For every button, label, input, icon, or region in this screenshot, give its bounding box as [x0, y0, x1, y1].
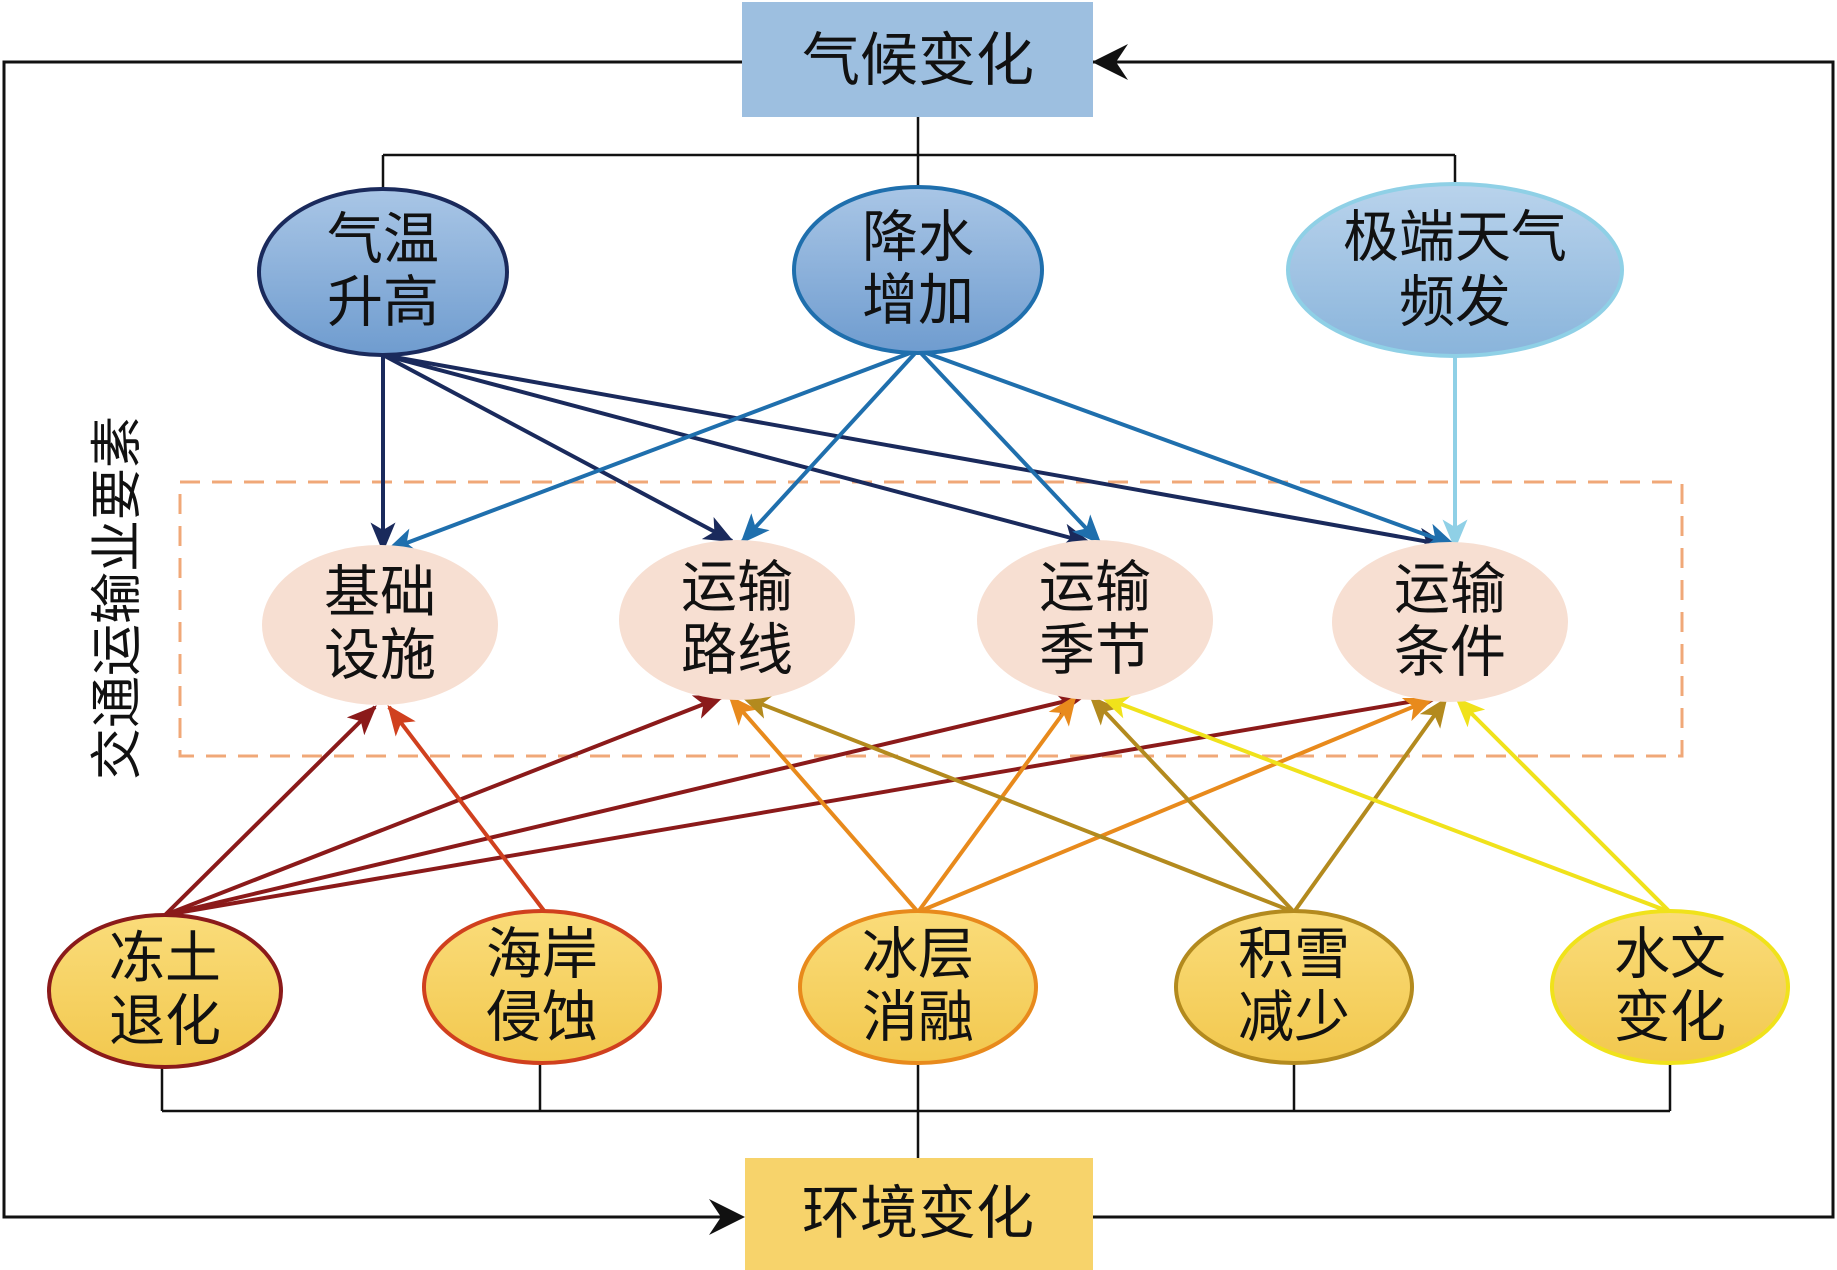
environment-factor-line2: 变化: [1614, 986, 1726, 1051]
climate-factor-line1: 降水: [862, 206, 974, 271]
transport-element-line2: 路线: [681, 619, 793, 684]
permafrost-arrows: [163, 689, 1441, 917]
environment-factor-permafrost: 冻土 退化: [47, 913, 283, 1069]
climate-factor-line2: 升高: [327, 271, 439, 336]
transport-element-ellipse: [977, 540, 1213, 700]
temperature-arrows: [370, 353, 1449, 553]
transport-element-line2: 季节: [1039, 619, 1151, 684]
hydrology-arrows: [1099, 695, 1672, 914]
environment-change-label: 环境变化: [802, 1179, 1034, 1247]
climate-change-box: [742, 2, 1093, 117]
climate-factor-ellipse: [257, 187, 509, 357]
environment-factor-ellipse: [1550, 909, 1790, 1065]
feedback-arrowheads: [709, 44, 1128, 1235]
environment-factor-ellipse: [422, 909, 662, 1065]
transport-element-line1: 运输: [681, 556, 793, 621]
climate-factor-extreme-weather: 极端天气 频发: [1286, 182, 1624, 358]
climate-factor-line2: 增加: [862, 269, 974, 334]
climate-factor-temperature: 气温 升高: [257, 187, 509, 357]
arrow-snow-to-season: [1089, 695, 1296, 914]
arrow-temperature-to-routes: [382, 353, 735, 543]
arrow-permafrost-to-season: [164, 691, 1086, 917]
environment-factor-ellipse: [1174, 909, 1414, 1065]
arrow-snow-to-conditions: [1292, 696, 1448, 914]
arrow-temperature-to-conditions: [382, 353, 1449, 553]
climate-factor-line1: 极端天气: [1343, 206, 1567, 271]
transport-element-line2: 设施: [324, 624, 436, 689]
arrow-precipitation-to-conditions: [917, 348, 1457, 548]
coastal-arrows: [387, 705, 547, 914]
arrow-ice-to-season: [916, 694, 1077, 914]
arrow-precipitation-to-season: [916, 348, 1102, 545]
arrow-permafrost-to-conditions: [164, 689, 1441, 917]
transport-element-line1: 运输: [1394, 558, 1506, 623]
arrow-ice-to-conditions: [917, 697, 1435, 914]
environment-factor-line2: 减少: [1238, 986, 1350, 1051]
arrowhead-into-environment-box: [709, 1199, 745, 1235]
transport-element-conditions: 运输 条件: [1332, 542, 1568, 702]
environment-factor-line1: 冻土: [109, 927, 221, 992]
environment-factor-line2: 消融: [862, 986, 974, 1051]
ice-arrows: [728, 694, 1435, 914]
environment-factor-line1: 水文: [1614, 923, 1726, 988]
climate-change-label: 气候变化: [802, 26, 1034, 94]
environment-factor-line1: 冰层: [862, 923, 974, 988]
snow-arrows: [740, 695, 1448, 914]
precipitation-arrows: [385, 348, 1457, 552]
environment-factor-line1: 积雪: [1238, 923, 1350, 988]
transport-elements-box: [178, 480, 1684, 758]
side-label: 交通运输业要素: [88, 416, 148, 780]
arrow-precipitation-to-infrastructure: [385, 348, 919, 552]
arrow-precipitation-to-routes: [740, 348, 920, 544]
transport-element-infrastructure: 基础 设施: [262, 545, 498, 705]
environment-factor-line1: 海岸: [486, 923, 598, 988]
environment-factor-ellipse: [47, 913, 283, 1069]
climate-factor-ellipse: [792, 185, 1044, 355]
climate-bracket: [381, 117, 1457, 200]
climate-factor-line2: 频发: [1399, 271, 1511, 336]
environment-change-box: [745, 1158, 1093, 1270]
transport-element-line1: 基础: [324, 561, 436, 626]
transport-element-ellipse: [619, 540, 855, 700]
arrow-permafrost-to-routes: [164, 695, 725, 917]
arrowhead-into-climate-box: [1092, 44, 1128, 80]
arrow-ice-to-routes: [728, 695, 920, 914]
climate-factor-line1: 气温: [327, 208, 439, 273]
transport-element-ellipse: [262, 545, 498, 705]
environment-factor-ellipse: [798, 909, 1038, 1065]
environment-factor-snow: 积雪 减少: [1174, 909, 1414, 1065]
environment-factor-line2: 退化: [109, 990, 221, 1055]
transport-element-season: 运输 季节: [977, 540, 1213, 700]
arrow-hydrology-to-season: [1099, 695, 1671, 914]
environment-factor-ice: 冰层 消融: [798, 909, 1038, 1065]
arrow-hydrology-to-conditions: [1455, 697, 1672, 914]
arrow-snow-to-routes: [740, 695, 1295, 914]
feedback-left-path: [2, 60, 742, 1219]
environment-factor-line2: 侵蚀: [486, 986, 598, 1051]
transport-element-ellipse: [1332, 542, 1568, 702]
arrow-temperature-to-season: [382, 353, 1093, 549]
arrow-coastal-to-infrastructure: [387, 705, 547, 914]
feedback-loop-frame: [2, 60, 1835, 1219]
transport-element-routes: 运输 路线: [619, 540, 855, 700]
side-label-group: 交通运输业要素: [88, 416, 148, 780]
environment-factor-coastal: 海岸 侵蚀: [422, 909, 662, 1065]
arrow-permafrost-to-infrastructure: [163, 705, 377, 917]
transport-element-line1: 运输: [1039, 556, 1151, 621]
environment-factor-hydrology: 水文 变化: [1550, 909, 1790, 1065]
climate-factor-precipitation: 降水 增加: [792, 185, 1044, 355]
feedback-right-path: [1093, 60, 1835, 1219]
transport-element-line2: 条件: [1394, 621, 1506, 686]
climate-factor-ellipse: [1286, 182, 1624, 358]
